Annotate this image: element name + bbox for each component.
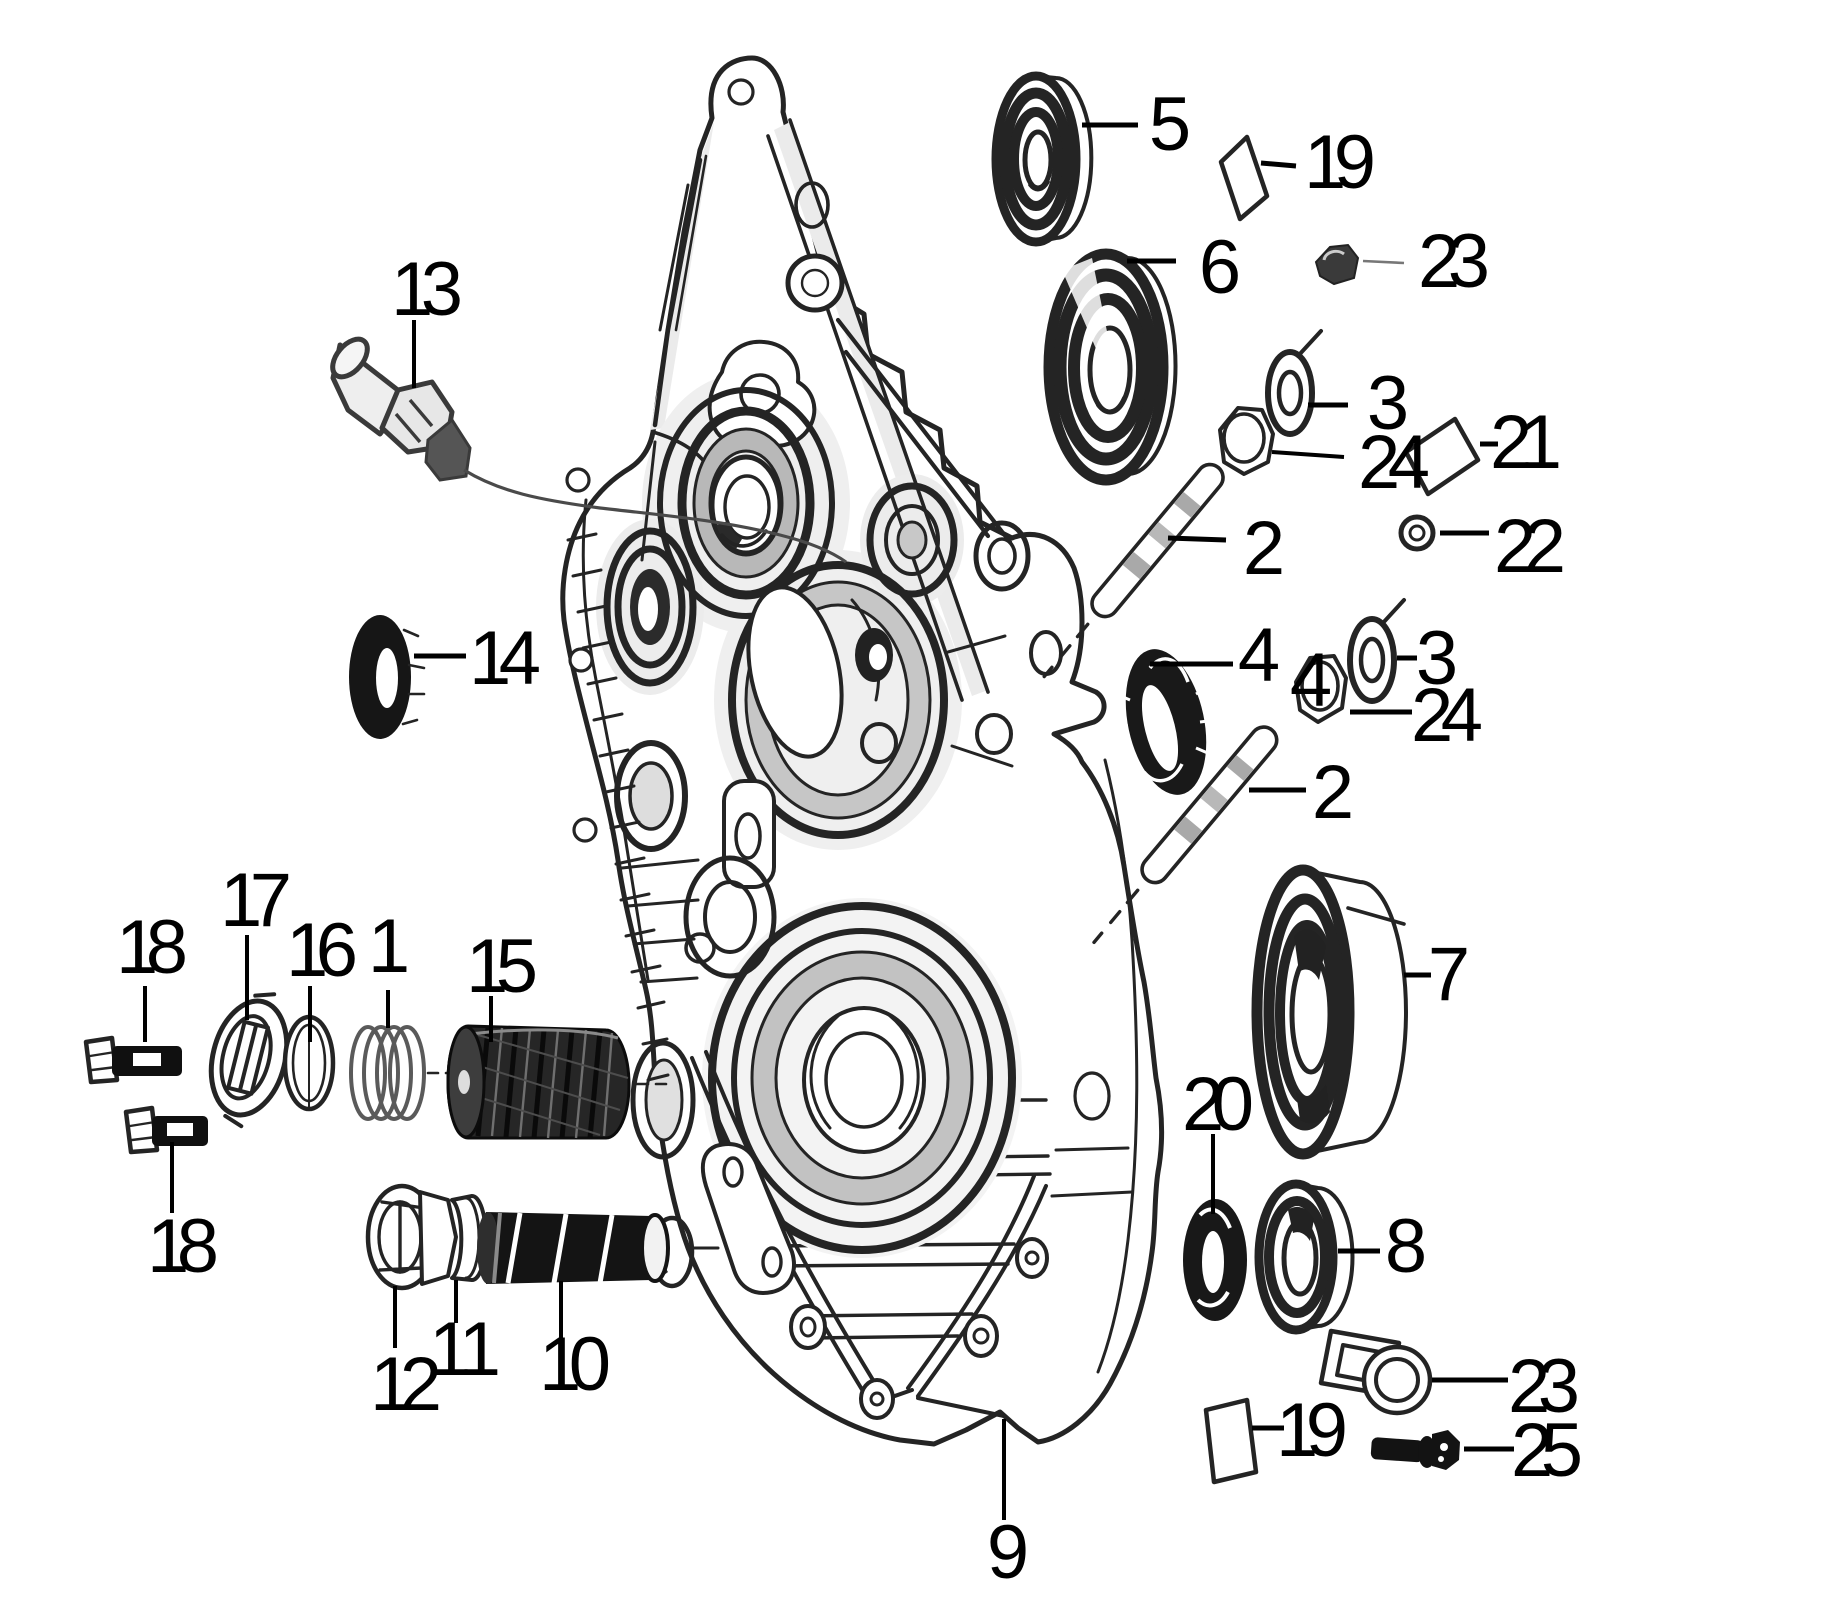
svg-text:10: 10 <box>539 1322 611 1407</box>
svg-text:22: 22 <box>1494 504 1566 589</box>
svg-text:3: 3 <box>1416 616 1458 701</box>
svg-text:11: 11 <box>429 1307 501 1392</box>
svg-text:24: 24 <box>1358 420 1430 505</box>
svg-text:18: 18 <box>147 1204 219 1289</box>
svg-text:23: 23 <box>1418 219 1490 304</box>
svg-text:18: 18 <box>116 905 188 990</box>
svg-text:3: 3 <box>1367 361 1409 446</box>
svg-text:2: 2 <box>1243 506 1285 591</box>
svg-text:24: 24 <box>1411 673 1483 758</box>
svg-text:8: 8 <box>1385 1204 1427 1289</box>
svg-text:1: 1 <box>368 904 410 989</box>
svg-text:21: 21 <box>1490 400 1562 485</box>
svg-text:4: 4 <box>1290 638 1332 723</box>
svg-text:17: 17 <box>220 858 292 943</box>
svg-text:16: 16 <box>286 908 358 993</box>
svg-text:4: 4 <box>1238 613 1280 698</box>
svg-text:14: 14 <box>469 616 541 701</box>
svg-text:25: 25 <box>1511 1408 1583 1493</box>
svg-text:9: 9 <box>987 1510 1029 1595</box>
svg-text:19: 19 <box>1304 120 1376 205</box>
svg-text:13: 13 <box>391 247 463 332</box>
svg-text:7: 7 <box>1428 932 1470 1017</box>
svg-text:6: 6 <box>1199 225 1241 310</box>
svg-text:20: 20 <box>1182 1062 1254 1147</box>
svg-text:19: 19 <box>1276 1388 1348 1473</box>
svg-text:12: 12 <box>370 1342 442 1427</box>
svg-text:5: 5 <box>1149 82 1191 167</box>
svg-text:2: 2 <box>1312 750 1354 835</box>
svg-text:23: 23 <box>1508 1344 1580 1429</box>
svg-text:15: 15 <box>466 924 538 1009</box>
